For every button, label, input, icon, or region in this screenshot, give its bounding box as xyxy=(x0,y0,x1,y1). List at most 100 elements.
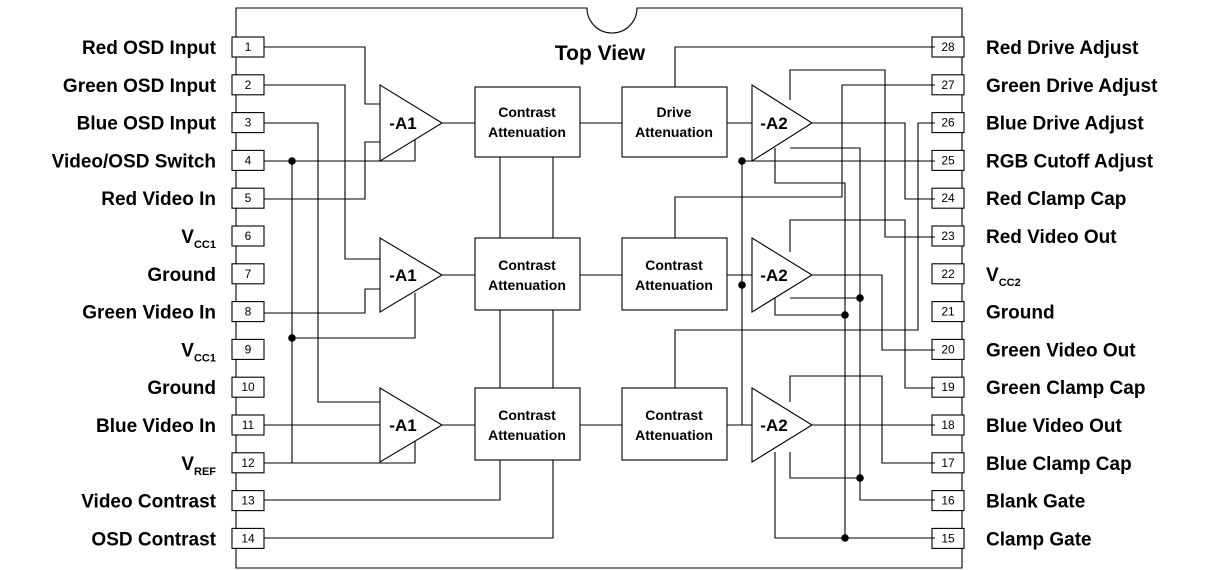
diagram-title: Top View xyxy=(555,42,646,65)
pin-box xyxy=(931,263,965,285)
pin-label: Green Video Out xyxy=(986,340,1136,361)
pin-label: Ground xyxy=(986,303,1055,324)
pin-box xyxy=(231,301,265,323)
pin-number: 22 xyxy=(941,267,955,281)
pin-10: 10 Ground xyxy=(147,376,265,399)
pin-box xyxy=(231,187,265,209)
svg-text:-A1: -A1 xyxy=(389,114,416,133)
junctions xyxy=(288,157,864,542)
wiring xyxy=(264,46,935,539)
pin-box xyxy=(931,490,965,512)
pin-label: VCC1 xyxy=(181,340,216,364)
pin-3: 3 Blue OSD Input xyxy=(77,112,265,135)
pin-number: 10 xyxy=(241,380,255,394)
pin-label: Red Video Out xyxy=(986,227,1117,248)
pin-27: 27 Green Drive Adjust xyxy=(931,74,1158,97)
pin-number: 14 xyxy=(241,531,255,545)
pin-label: Red OSD Input xyxy=(82,38,217,59)
contrast-block-red: Contrast Attenuation xyxy=(474,86,581,158)
pin-21: 21 Ground xyxy=(931,301,1055,324)
pin-25: 25 RGB Cutoff Adjust xyxy=(931,149,1154,172)
pin-15: 15 Clamp Gate xyxy=(931,527,1092,550)
drive-block-green: Contrast Attenuation xyxy=(621,237,728,311)
pin-box xyxy=(931,225,965,247)
pin-box xyxy=(231,490,265,512)
pin-number: 15 xyxy=(941,531,955,545)
svg-text:Attenuation: Attenuation xyxy=(635,124,713,140)
pin-label: VCC1 xyxy=(181,227,216,251)
pin-number: 6 xyxy=(245,229,252,243)
pin-label: Blank Gate xyxy=(986,492,1085,513)
svg-text:Contrast: Contrast xyxy=(498,407,556,423)
pin-label: Red Clamp Cap xyxy=(986,189,1126,210)
pin-number: 7 xyxy=(245,267,252,281)
svg-text:Contrast: Contrast xyxy=(498,257,556,273)
pin-number: 5 xyxy=(245,191,252,205)
input-amp-blue: -A1 xyxy=(379,387,444,463)
pin-14: 14 OSD Contrast xyxy=(91,527,265,550)
pin-number: 26 xyxy=(941,116,955,130)
pin-label: Red Drive Adjust xyxy=(986,38,1139,59)
svg-text:Contrast: Contrast xyxy=(645,407,703,423)
svg-text:-A2: -A2 xyxy=(760,416,787,435)
pin-label: Green OSD Input xyxy=(63,76,217,97)
svg-text:Attenuation: Attenuation xyxy=(635,277,713,293)
input-amp-green: -A1 xyxy=(379,237,444,313)
pin-label: Ground xyxy=(147,378,216,399)
pin-box xyxy=(931,376,965,398)
contrast-block-green: Contrast Attenuation xyxy=(474,237,581,311)
pin-box xyxy=(231,376,265,398)
pin-label: VREF xyxy=(181,454,216,478)
pin-number: 25 xyxy=(941,153,955,167)
drive-block-blue: Contrast Attenuation xyxy=(621,387,728,461)
pin-number: 24 xyxy=(941,191,955,205)
svg-text:Attenuation: Attenuation xyxy=(488,427,566,443)
pin-number: 21 xyxy=(941,305,955,319)
pin-18: 18 Blue Video Out xyxy=(931,414,1123,437)
svg-text:Contrast: Contrast xyxy=(645,257,703,273)
pin-number: 1 xyxy=(245,40,252,54)
pin-number: 11 xyxy=(242,418,255,432)
pin-number: 27 xyxy=(941,78,955,92)
pin-label: Clamp Gate xyxy=(986,529,1092,550)
pin-number: 18 xyxy=(941,418,955,432)
pin-label: Blue Drive Adjust xyxy=(986,114,1144,135)
pin-number: 23 xyxy=(941,229,955,243)
pin-number: 3 xyxy=(245,116,252,130)
pin-label: Red Video In xyxy=(101,189,216,210)
pin-label: OSD Contrast xyxy=(91,529,216,550)
drive-block-red: Drive Attenuation xyxy=(621,86,728,158)
pin-label: Blue Clamp Cap xyxy=(986,454,1132,475)
pin-number: 16 xyxy=(941,494,955,508)
pin-label: Green Clamp Cap xyxy=(986,378,1145,399)
pin-box xyxy=(231,338,265,360)
contrast-block-blue: Contrast Attenuation xyxy=(474,387,581,461)
pin-number: 8 xyxy=(245,305,252,319)
pin-label: Green Drive Adjust xyxy=(986,76,1158,97)
svg-text:Contrast: Contrast xyxy=(498,104,556,120)
input-amp-red: -A1 xyxy=(379,84,444,162)
pin-label: RGB Cutoff Adjust xyxy=(986,151,1154,172)
pin-box xyxy=(231,149,265,171)
pin-label: Blue OSD Input xyxy=(77,114,217,135)
pin-box xyxy=(931,149,965,171)
pin-24: 24 Red Clamp Cap xyxy=(931,187,1126,210)
pin-label: Blue Video Out xyxy=(986,416,1123,437)
svg-text:Drive: Drive xyxy=(656,104,691,120)
svg-text:Attenuation: Attenuation xyxy=(635,427,713,443)
ic-package-outline xyxy=(235,7,963,569)
pin-box xyxy=(231,225,265,247)
